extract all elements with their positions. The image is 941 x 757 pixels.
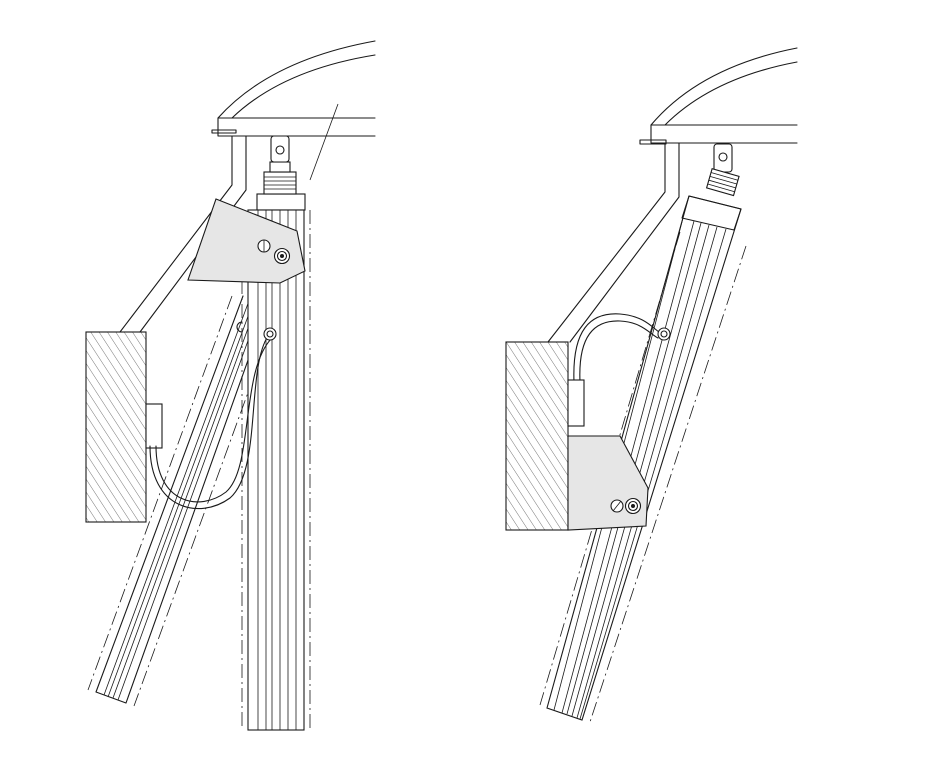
cable-grommet-icon [263, 327, 277, 341]
cable-grommet-icon-right [657, 327, 671, 341]
canopy-outer-arc-right [650, 47, 798, 126]
cable-right [567, 313, 671, 427]
canopy-inner-arc [231, 54, 376, 119]
canopy-inner-arc-right [664, 61, 798, 126]
cable [149, 321, 277, 510]
cable-clip-right [567, 379, 585, 427]
top-frame-right [650, 124, 798, 144]
vertical-actuator [241, 135, 311, 731]
nut-icon-right [624, 497, 642, 515]
cable-clip [145, 403, 163, 449]
canopy-outer-arc [217, 40, 376, 119]
side-frame-right [547, 142, 680, 343]
right-panel [505, 47, 798, 723]
left-panel [85, 40, 376, 731]
mounting-bracket-right [567, 435, 649, 531]
extended-actuator [539, 143, 747, 723]
side-frame [119, 135, 247, 333]
mounting-bracket [187, 198, 306, 284]
screw-icon-right [610, 499, 624, 513]
nut-icon [273, 247, 291, 265]
top-frame-tab [211, 129, 237, 134]
top-frame-tab-right [639, 139, 667, 145]
leader-line [309, 103, 339, 181]
top-frame [217, 117, 376, 137]
wall-block [85, 331, 147, 523]
wall-block-right [505, 341, 569, 531]
screw-icon [257, 239, 271, 253]
